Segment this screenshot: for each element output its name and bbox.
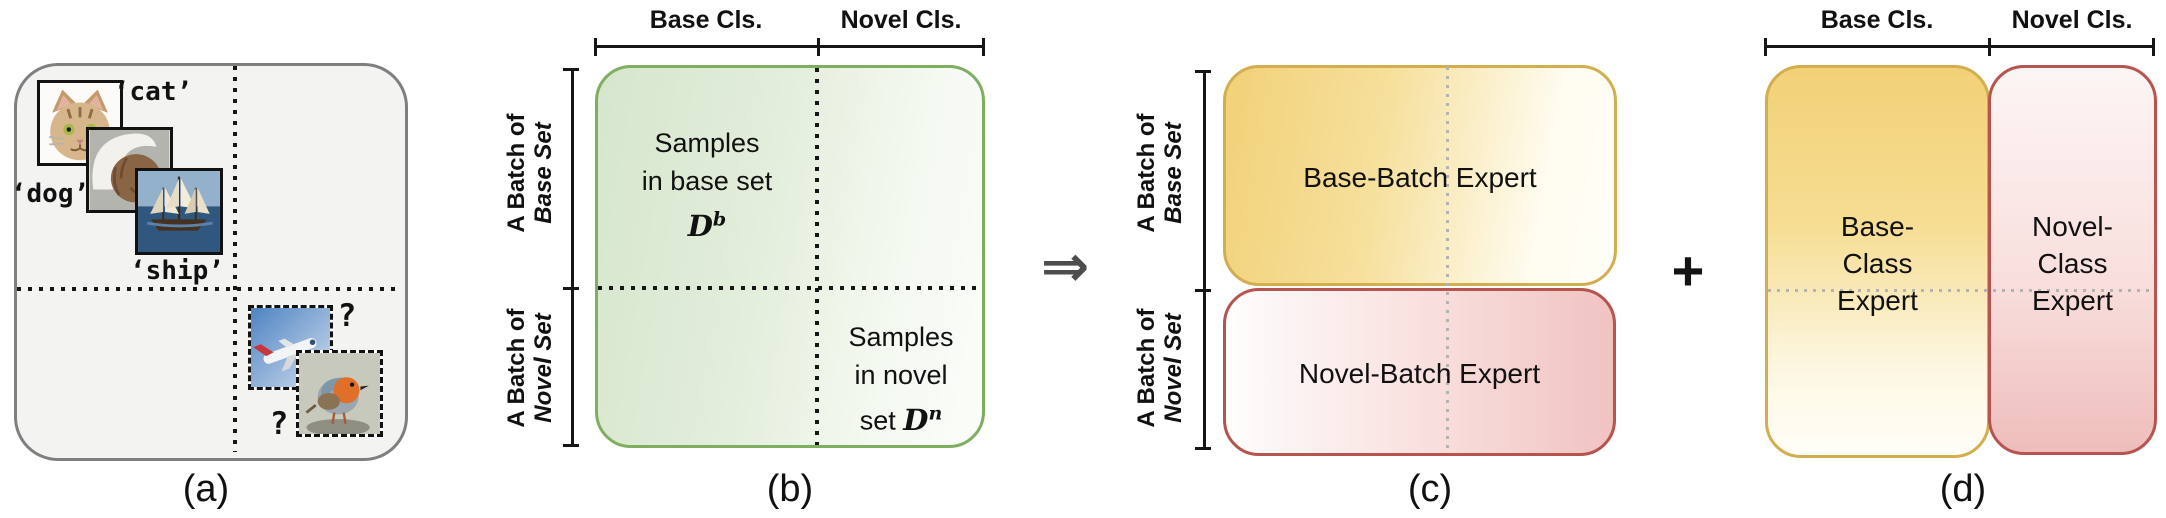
panel-d-novel-cls-label: Novel Cls. — [2011, 6, 2133, 34]
base-class-line1: Base- — [1840, 211, 1915, 242]
panel-c-class-split-divider — [1446, 67, 1449, 454]
novel-dataset-symbol: set Dn — [859, 402, 943, 437]
novel-samples-line1: Samples — [848, 322, 954, 352]
panel-c-left-bracket-tick-bottom — [1195, 447, 1211, 450]
batch-base-line1: A Batch of — [503, 113, 530, 233]
panel-b-vertical-divider — [815, 68, 819, 445]
batch-matrix-box — [595, 65, 985, 448]
panel-d-caption: (d) — [1939, 468, 1987, 510]
panel-b-horizontal-divider — [598, 286, 982, 290]
panel-d-top-bracket-tick-mid — [1988, 38, 1991, 56]
base-samples-line1: Samples — [654, 128, 760, 158]
base-batch-expert-label: Base-Batch Expert — [1303, 162, 1537, 193]
panel-b-left-bracket-tick-mid — [563, 287, 579, 290]
panel-c-left-bracket — [1203, 70, 1206, 450]
c-batch-novel-line1: A Batch of — [1133, 308, 1160, 428]
panel-b-top-bracket-tick-left — [594, 38, 597, 56]
panel-b-caption: (b) — [766, 468, 814, 510]
cat-photo — [37, 80, 123, 166]
bird-icon — [299, 353, 380, 434]
novel-class-line1: Novel- — [2032, 211, 2113, 242]
panel-b-base-cls-label: Base Cls. — [649, 6, 763, 34]
panel-c-left-bracket-tick-top — [1195, 70, 1211, 73]
base-class-expert-box — [1765, 65, 1990, 458]
panel-a-vertical-divider — [233, 66, 237, 452]
panel-b-top-bracket — [595, 45, 985, 48]
novel-samples-line2: in novel — [854, 360, 948, 390]
panel-c-left-bracket-tick-mid — [1195, 289, 1211, 292]
panel-c-caption: (c) — [1407, 468, 1453, 510]
panel-b-novel-cls-label: Novel Cls. — [840, 6, 962, 34]
panel-a-horizontal-divider — [17, 287, 399, 291]
c-batch-base-line1: A Batch of — [1133, 113, 1160, 233]
panel-c-batch-novel-label: A Batch of Novel Set — [1132, 278, 1188, 458]
panel-b-batch-base-label: A Batch of Base Set — [502, 83, 558, 263]
base-class-expert-label: Base- Class Expert — [1765, 208, 1990, 319]
panel-b-left-bracket — [571, 68, 574, 447]
panel-d-top-bracket-tick-right — [2152, 38, 2155, 56]
novel-class-line2: Class — [2037, 248, 2108, 279]
cat-label: ‘cat’ — [113, 77, 193, 107]
batch-novel-line2: Novel Set — [530, 313, 557, 423]
novel-samples-text: Samples in novel set Dn — [791, 318, 1011, 440]
panel-b-top-bracket-tick-right — [982, 38, 985, 56]
dog-label: ‘dog’ — [10, 179, 90, 209]
novel-class-line3: Expert — [2032, 285, 2113, 316]
panel-a-caption: (a) — [182, 468, 230, 510]
panel-d-base-cls-label: Base Cls. — [1820, 6, 1934, 34]
novel-class-expert-label: Novel- Class Expert — [1988, 208, 2157, 319]
novel-batch-expert-box — [1223, 288, 1616, 456]
ship-icon — [138, 171, 220, 252]
base-dataset-symbol: Db — [687, 208, 727, 243]
panel-b-top-bracket-tick-mid — [817, 38, 820, 56]
novel-class-expert-box — [1988, 65, 2157, 455]
batch-base-line2: Base Set — [530, 122, 557, 224]
c-batch-base-line2: Base Set — [1160, 122, 1187, 224]
airplane-unknown-label: ? — [337, 298, 357, 334]
panel-d-top-bracket-tick-left — [1764, 38, 1767, 56]
bird-unknown-label: ? — [269, 406, 289, 442]
batch-novel-line1: A Batch of — [503, 308, 530, 428]
panel-b-left-bracket-tick-top — [563, 68, 579, 71]
ship-photo — [135, 168, 223, 255]
panel-c-batch-base-label: A Batch of Base Set — [1132, 83, 1188, 263]
c-batch-novel-line2: Novel Set — [1160, 313, 1187, 423]
panel-d-top-bracket — [1765, 45, 2155, 48]
panel-d-batch-split-divider — [1768, 289, 2154, 292]
base-class-line3: Expert — [1837, 285, 1918, 316]
cat-icon — [40, 83, 120, 163]
base-class-line2: Class — [1842, 248, 1913, 279]
bird-photo — [296, 350, 383, 437]
implies-arrow-icon: ⇒ — [1040, 232, 1090, 300]
base-samples-line2: in base set — [641, 166, 773, 196]
base-samples-text: Samples in base set Db — [597, 124, 817, 246]
novel-batch-expert-label: Novel-Batch Expert — [1298, 358, 1541, 389]
panel-b-left-bracket-tick-bottom — [563, 444, 579, 447]
panel-b-batch-novel-label: A Batch of Novel Set — [502, 278, 558, 458]
plus-icon: + — [1671, 239, 1705, 302]
ship-label: ‘ship’ — [130, 256, 224, 286]
base-batch-expert-box — [1223, 65, 1617, 286]
